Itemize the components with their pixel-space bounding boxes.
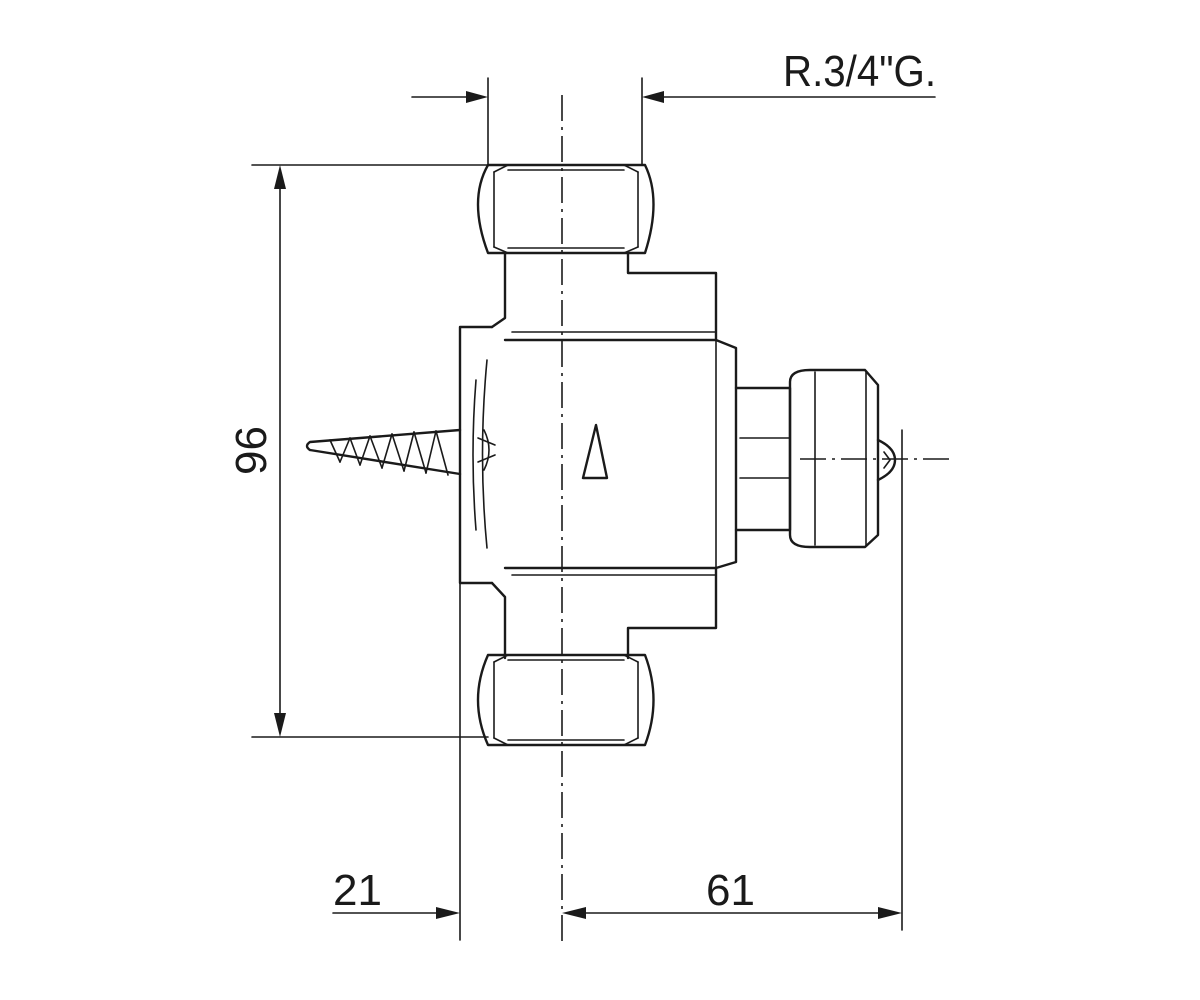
left-offset-label: 21 — [333, 866, 382, 915]
thread-dimension: R.3/4"G. — [411, 47, 936, 166]
height-label: 96 — [227, 426, 276, 475]
bottom-hex-nut — [476, 653, 655, 747]
height-dimension: 96 — [227, 164, 489, 738]
valve-body — [458, 251, 738, 660]
wall-screw — [305, 428, 496, 476]
flow-arrow-icon — [581, 423, 609, 480]
top-hex-nut — [476, 163, 655, 255]
thread-size-label: R.3/4"G. — [783, 47, 936, 96]
right-offset-label: 61 — [706, 866, 755, 915]
bottom-dimensions: 21 61 — [332, 429, 903, 941]
